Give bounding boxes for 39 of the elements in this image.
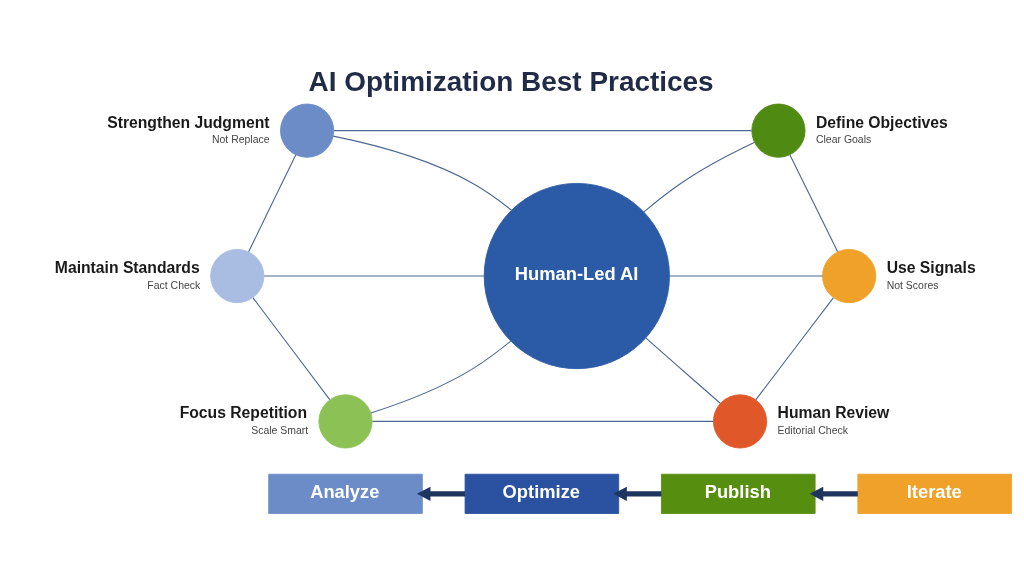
node-label: Focus Repetition [179, 403, 308, 421]
node-label: Not Replace [211, 133, 270, 145]
diagram-title: AI Optimization Best Practices [308, 65, 714, 97]
connector [669, 274, 824, 277]
node-circle [280, 103, 335, 158]
node-label: Editorial Check [777, 424, 848, 436]
node-label: Maintain Standards [54, 258, 200, 276]
connector [333, 129, 753, 131]
connector [248, 153, 297, 252]
arrow [809, 486, 858, 501]
connector [645, 336, 721, 404]
connector [643, 141, 755, 212]
connector [755, 296, 834, 400]
node-circle [751, 103, 806, 158]
arrow [416, 486, 465, 501]
node-box: Iterate [857, 473, 1012, 514]
node-circle: Human-Led AI [483, 182, 670, 369]
arrow [613, 486, 662, 501]
connector [332, 135, 513, 211]
node-circle [318, 393, 373, 448]
connector [252, 296, 331, 400]
node-label: Human Review [777, 403, 890, 421]
node-box: Analyze [268, 473, 423, 514]
node-label: Scale Smart [251, 424, 309, 436]
node-label: Define Objectives [815, 113, 948, 130]
node-label: Fact Check [147, 279, 201, 291]
node-circle [822, 248, 877, 303]
node-circle [210, 248, 265, 303]
node-circle [712, 393, 768, 448]
node-box: Optimize [464, 473, 620, 514]
connector [370, 340, 512, 414]
node-box: Publish [661, 473, 816, 514]
node-label: Strengthen Judgment [107, 113, 270, 130]
node-label: Use Signals [886, 258, 976, 276]
connector [371, 420, 714, 422]
connector [789, 153, 839, 252]
connector [263, 274, 485, 277]
node-label: Clear Goals [815, 133, 872, 145]
node-label: Not Scores [886, 279, 939, 291]
